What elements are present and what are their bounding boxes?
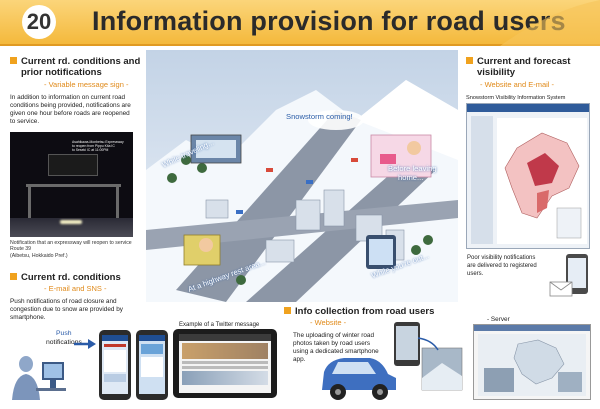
variable-message-sign-photo: Asahikawa-Monbetsu Expressway to reopen … bbox=[10, 132, 133, 237]
hokkaido-visibility-map bbox=[497, 118, 587, 244]
visibility-website-screenshot bbox=[466, 103, 590, 249]
visibility-notification-description: Poor visibility notifications are delive… bbox=[467, 255, 537, 277]
page-title: Information provision for road users bbox=[92, 6, 566, 36]
smartphone-email bbox=[99, 330, 131, 400]
section-number: 20 bbox=[22, 5, 56, 39]
label-before-leaving-home: Before leaving home... bbox=[388, 164, 437, 182]
road-photo-upload-illustration bbox=[394, 322, 463, 391]
sign-board bbox=[48, 154, 98, 176]
section-subheading-vms: - Variable message sign - bbox=[44, 80, 129, 89]
email-sns-description: Push notifications of road closure and c… bbox=[10, 298, 123, 321]
visibility-system-title: Snowstorm Visibility Information System bbox=[466, 95, 566, 101]
bullet-square-icon bbox=[284, 307, 291, 314]
tablet-twitter-message bbox=[173, 329, 277, 398]
section-heading-email-sns: Current rd. conditions bbox=[10, 272, 121, 283]
server-label: - Server bbox=[487, 316, 510, 323]
section-subheading-visibility: - Website and E-mail - bbox=[480, 80, 555, 89]
server-screenshot bbox=[473, 324, 591, 400]
push-arrow-icon bbox=[74, 339, 96, 349]
section-heading-visibility: Current and forecast visibility bbox=[466, 56, 570, 78]
section-heading-vms: Current rd. conditions and prior notific… bbox=[10, 56, 140, 78]
road-information-illustration bbox=[146, 50, 458, 302]
bullet-square-icon bbox=[10, 57, 17, 64]
title-banner: 20 Information provision for road users bbox=[0, 0, 600, 46]
mail-phone-icon bbox=[549, 254, 588, 297]
label-snowstorm-coming: Snowstorm coming! bbox=[286, 112, 353, 121]
push-label: Push bbox=[56, 330, 72, 337]
push-notifications-label: notifications bbox=[46, 339, 82, 346]
section-subheading-info-collection: - Website - bbox=[310, 318, 347, 327]
bullet-square-icon bbox=[10, 273, 17, 280]
smartphone-sns bbox=[136, 330, 168, 400]
server-map-view bbox=[478, 334, 586, 396]
section-subheading-email-sns: - E-mail and SNS - bbox=[44, 284, 107, 293]
sign-message: Asahikawa-Monbetsu Expressway to reopen … bbox=[72, 140, 124, 153]
info-collection-description: The uploading of winter road photos take… bbox=[293, 332, 379, 363]
sign-photo-caption: Notification that an expressway will reo… bbox=[10, 240, 132, 259]
section-heading-info-collection: Info collection from road users bbox=[284, 306, 434, 317]
car-illustration bbox=[322, 358, 396, 400]
twitter-caption: Example of a Twitter message bbox=[179, 322, 260, 328]
banner-swoosh-decoration bbox=[500, 0, 600, 46]
bullet-square-icon bbox=[466, 57, 473, 64]
person-at-computer-illustration bbox=[12, 356, 66, 400]
vms-description: In addition to information on current ro… bbox=[10, 94, 131, 125]
